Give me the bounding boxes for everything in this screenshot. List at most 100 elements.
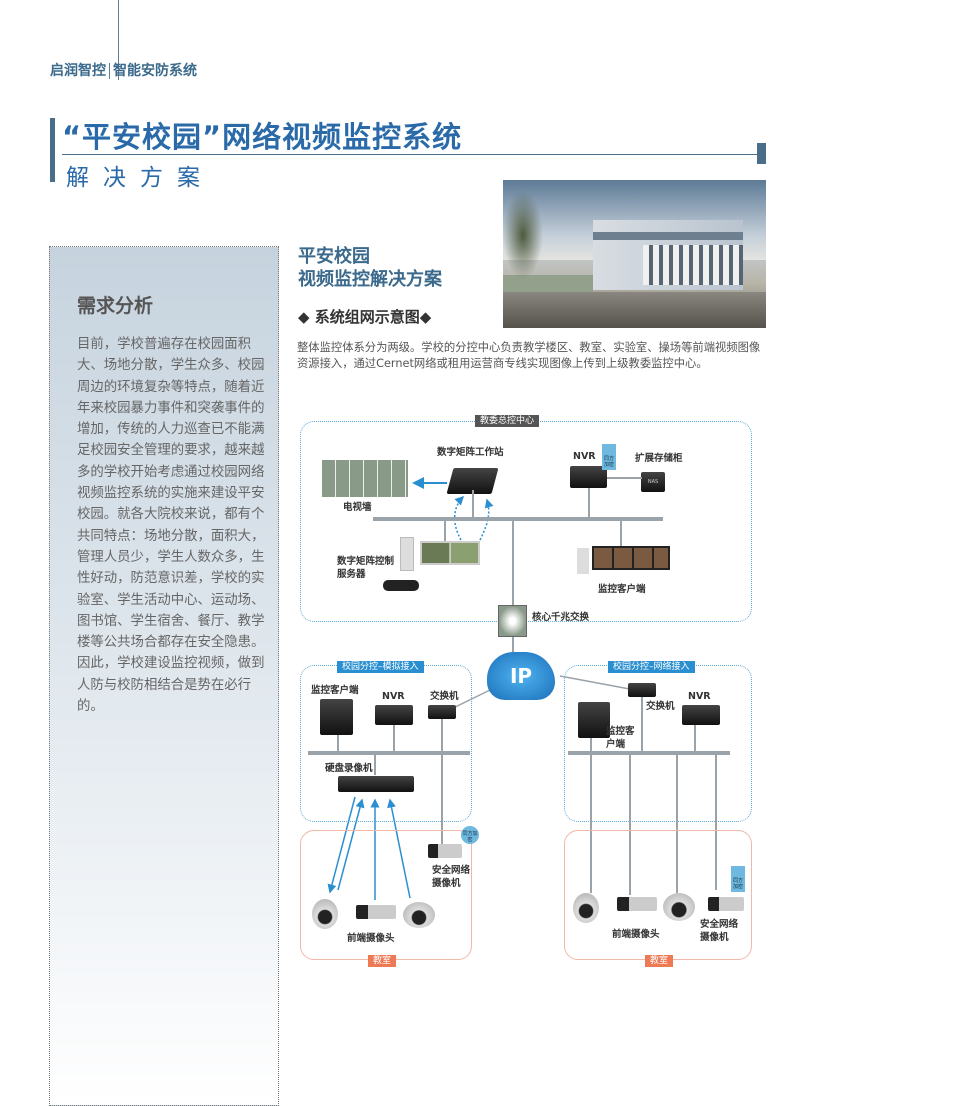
nvr-label: NVR (573, 451, 596, 462)
para-line: 共同特点：场地分散，面积大， (77, 528, 265, 544)
connector (629, 755, 631, 895)
page-subtitle: 解决方案 (66, 165, 214, 191)
right-ptz-camera-icon (573, 893, 599, 923)
encryption-badge: 同方加密 (602, 444, 616, 470)
connector (374, 755, 376, 775)
client-tower-icon (577, 548, 589, 574)
core-switch-icon (498, 605, 527, 637)
para-line: 周边的环境复杂等特点，随着近 (77, 379, 265, 395)
left-switch-label: 交换机 (430, 691, 459, 702)
right-bullet-camera-icon (617, 897, 657, 911)
para-line: 年来校园暴力事件和突袭事件的 (77, 400, 265, 416)
right-bus (568, 751, 730, 755)
connector (676, 755, 678, 893)
server-tower-icon (400, 537, 414, 571)
left-netcam-icon (428, 844, 462, 858)
matrix-server-label: 数字矩阵控制服务器 (337, 556, 395, 580)
nvr-icon (570, 466, 607, 488)
left-nvr-icon (375, 705, 413, 725)
page-title: “平安校园”网络视频监控系统 (62, 120, 463, 154)
right-client-icon (578, 702, 610, 738)
connector (441, 719, 443, 844)
campus-building-photo (503, 180, 766, 328)
matrix-workstation-label: 数字矩阵工作站 (437, 447, 504, 458)
sidebar-heading: 需求分析 (77, 295, 154, 317)
monitor-client-label: 监控客户端 (598, 584, 646, 595)
para-line: 楼等公共场合都存在安全隐患。 (77, 635, 265, 651)
para-line: 图书馆、学生宿舍、餐厅、教学 (77, 613, 265, 629)
center-control-zone (300, 421, 752, 622)
para-line: 因此，学校建设监控视频，做到 (77, 656, 265, 672)
core-switch-label: 核心千兆交换 (532, 612, 590, 623)
header-divider (118, 0, 119, 80)
para-line: 性好动，防范意识差，学校的实 (77, 571, 265, 587)
center-label: 教委总控中心 (475, 415, 540, 427)
para-line: 的。 (77, 699, 104, 715)
left-front-camera-label: 前端摄像头 (347, 933, 395, 944)
left-encryption-badge: 同方加密 (461, 826, 479, 844)
brand-header: 启润智控智能安防系统 (50, 60, 197, 80)
sidebar-paragraph: 目前，学校普遍存在校园面积 大、场地分散，学生众多、校园 周边的环境复杂等特点，… (77, 334, 273, 717)
connector (337, 735, 339, 751)
title-rule (62, 154, 758, 155)
connector (590, 738, 592, 893)
right-classroom-label: 教室 (645, 955, 674, 967)
connector (393, 725, 395, 751)
storage-cabinet-icon: NAS (641, 472, 665, 492)
right-netcam-label: 安全网络摄像机 (700, 919, 739, 943)
para-line: 多的学校开始考虑通过校园网络 (77, 464, 265, 480)
right-dome-camera-icon (663, 893, 695, 921)
para-line: 目前，学校普遍存在校园面积 (77, 337, 252, 352)
title-tab (757, 143, 766, 164)
left-netcam-label: 安全网络摄像机 (432, 865, 471, 889)
bullet-camera-icon (356, 905, 396, 919)
section-title-line2: 视频监控解决方案 (298, 269, 442, 290)
dvr-label: 硬盘录像机 (325, 763, 373, 774)
client-monitors-icon (592, 546, 670, 570)
section-title-line1: 平安校园 (298, 246, 370, 267)
connector (620, 519, 622, 547)
right-switch-icon (628, 683, 656, 697)
para-line: 校园。就各大院校来说，都有个 (77, 507, 265, 523)
product-name: 智能安防系统 (109, 63, 197, 79)
right-front-camera-label: 前端摄像头 (612, 929, 660, 940)
left-nvr-label: NVR (382, 691, 405, 702)
right-nvr-icon (682, 705, 720, 725)
left-client-label: 监控客户端 (311, 685, 359, 696)
right-netcam-icon (708, 897, 744, 911)
left-bus (308, 751, 470, 755)
para-line: 管理人员少，学生人数众多，生 (77, 549, 265, 565)
para-line: 视频监控系统的实施来建设平安 (77, 486, 265, 502)
center-bus (373, 517, 663, 521)
connector (444, 519, 446, 541)
intro-paragraph: 整体监控体系分为两级。学校的分控中心负责教学楼区、教室、实验室、操场等前端视频图… (297, 341, 761, 370)
keyboard-icon (383, 580, 419, 591)
network-branch-label: 校园分控–网络接入 (608, 661, 695, 673)
tv-wall-icon (322, 460, 408, 497)
dome-camera-icon (403, 902, 435, 928)
connector (641, 697, 643, 751)
dvr-icon (338, 776, 414, 792)
left-switch-icon (428, 705, 456, 719)
storage-label: 扩展存储柜 (635, 453, 683, 464)
para-line: 验室、学生活动中心、运动场、 (77, 592, 265, 608)
ip-cloud-icon: IP (487, 652, 555, 700)
ptz-camera-icon (312, 899, 338, 929)
connector (472, 490, 474, 519)
para-line: 足校园安全管理的要求，越来越 (77, 443, 265, 459)
diagram-title: ◆ 系统组网示意图◆ (298, 308, 432, 326)
left-classroom-label: 教室 (368, 955, 397, 967)
connector (694, 725, 696, 751)
connector (588, 488, 590, 519)
right-encryption-badge: 同方加密 (731, 866, 745, 892)
tv-wall-label: 电视墙 (343, 502, 372, 513)
control-monitors-icon (420, 541, 480, 565)
section-title: 平安校园视频监控解决方案 (298, 245, 442, 291)
title-accent-bar (50, 118, 55, 182)
sidebar-panel (49, 246, 279, 1106)
right-nvr-label: NVR (688, 691, 711, 702)
connector (607, 477, 642, 479)
para-line: 增加，传统的人力巡查已不能满 (77, 422, 265, 438)
right-client-label: 监控客户端 (606, 726, 635, 750)
